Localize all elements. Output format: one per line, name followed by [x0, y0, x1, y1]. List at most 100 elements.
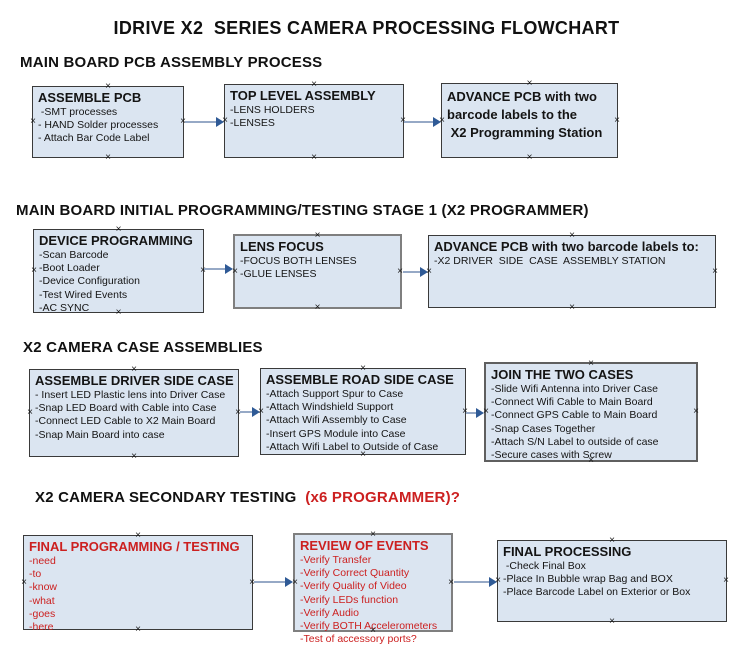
box-title: LENS FOCUS	[240, 239, 324, 254]
box-item: -Scan Barcode	[39, 249, 109, 261]
flow-box-assemble-road-side-case: ×××× ASSEMBLE ROAD SIDE CASE -Attach Sup…	[258, 364, 468, 460]
box-item: -Attach Windshield Support	[266, 401, 394, 414]
flow-box-final-programming-testing: ×××× FINAL PROGRAMMING / TESTING -need -…	[21, 531, 255, 635]
box-item: -Place In Bubble wrap Bag and BOX	[503, 573, 673, 586]
box-item: -Device Configuration	[39, 275, 140, 288]
arrow-line	[403, 271, 421, 273]
box-item: -to	[29, 568, 42, 581]
connector-handle-icon: ×	[311, 152, 317, 163]
box-item: -Snap Cases Together	[491, 422, 596, 435]
box-item: -Snap Main Board into case	[35, 428, 165, 441]
box-title: ASSEMBLE PCB	[38, 90, 142, 105]
box-item: -Connect Wifi Cable to Main Board	[491, 396, 653, 409]
box-item: -LENS HOLDERS	[230, 104, 315, 116]
flow-box-lens-focus: ×××× LENS FOCUS -FOCUS BOTH LENSES -GLUE…	[232, 231, 403, 313]
arrow-head-icon	[225, 264, 233, 274]
page-title: IDRIVE X2 SERIES CAMERA PROCESSING FLOWC…	[113, 18, 620, 38]
box-item: -Test of accessory ports?	[300, 633, 417, 646]
arrow-head-icon	[489, 577, 497, 587]
connector-handle-icon: ×	[314, 302, 321, 313]
box-item: -know	[29, 581, 58, 594]
box-item: -Verify Correct Quantity	[300, 567, 410, 580]
flow-box-device-programming: ×××× DEVICE PROGRAMMING -Scan Barcode -B…	[31, 225, 206, 318]
box-item: -Attach Support Spur to Case	[266, 388, 404, 400]
box-title: ASSEMBLE ROAD SIDE CASE	[266, 372, 454, 387]
connector-handle-icon: ×	[21, 576, 27, 588]
arrow-head-icon	[476, 408, 484, 418]
arrow-line	[185, 121, 217, 123]
box-item: -what	[29, 594, 55, 607]
box-item: -Check Final Box	[503, 560, 586, 572]
box-item: -Connect GPS Cable to Main Board	[491, 409, 658, 422]
box-item: -AC SYNC	[39, 301, 90, 314]
section-heading-red-text: (x6 PROGRAMMER)?	[305, 489, 461, 506]
box-item: -Attach Wifi Label to Outside of Case	[266, 440, 439, 453]
arrow-head-icon	[216, 117, 224, 127]
connector-handle-icon: ×	[131, 451, 137, 462]
box-item: -SMT processes	[38, 106, 118, 118]
section-heading-pcb-assembly: MAIN BOARD PCB ASSEMBLY PROCESS	[20, 54, 323, 71]
box-item: -Insert GPS Module into Case	[266, 427, 406, 440]
box-item: - HAND Solder processes	[38, 119, 159, 132]
box-item: - Attach Bar Code Label	[38, 132, 150, 145]
flow-box-review-of-events: ×××× REVIEW OF EVENTS -Verify Transfer -…	[292, 530, 454, 646]
arrow-head-icon	[285, 577, 293, 587]
flow-box-top-level-assembly: ×××× TOP LEVEL ASSEMBLY -LENS HOLDERS -L…	[222, 80, 406, 163]
box-item: -Snap LED Board with Cable into Case	[35, 402, 217, 415]
box-item: - Insert LED Plastic lens into Driver Ca…	[35, 389, 226, 401]
arrow-line	[454, 581, 490, 583]
connector-handle-icon: ×	[27, 407, 33, 418]
connector-handle-icon: ×	[723, 575, 729, 586]
flow-box-advance-pcb-programming: ×××× ADVANCE PCB with two barcode labels…	[439, 79, 620, 163]
section-heading-initial-programming: MAIN BOARD INITIAL PROGRAMMING/TESTING S…	[16, 202, 589, 219]
box-item: barcode labels to the	[447, 107, 578, 122]
flow-box-join-the-two-cases: ×××× JOIN THE TWO CASES -Slide Wifi Ante…	[483, 359, 699, 466]
box-item: -Connect LED Cable to X2 Main Board	[35, 415, 216, 428]
box-item: -Verify BOTH Accelerometers	[300, 620, 438, 633]
section-heading-case-assemblies: X2 CAMERA CASE ASSEMBLIES	[23, 339, 263, 356]
box-title: ADVANCE PCB with two	[447, 89, 597, 104]
box-item: -Verify Audio	[300, 606, 359, 619]
box-item: -GLUE LENSES	[240, 268, 317, 281]
box-item: -FOCUS BOTH LENSES	[240, 255, 357, 267]
box-item: -Attach Wifi Assembly to Case	[266, 414, 407, 427]
box-title: JOIN THE TWO CASES	[491, 367, 634, 382]
box-title: REVIEW OF EVENTS	[300, 538, 429, 553]
section-heading-text: X2 CAMERA SECONDARY TESTING	[35, 489, 306, 506]
arrow-line	[466, 412, 477, 414]
section-heading-secondary-testing: X2 CAMERA SECONDARY TESTING (x6 PROGRAMM…	[35, 489, 460, 506]
box-item: -X2 DRIVER SIDE CASE ASSEMBLY STATION	[434, 255, 666, 267]
arrow-head-icon	[252, 407, 260, 417]
box-item: -LENSES	[230, 117, 275, 130]
flow-box-assemble-pcb: ×××× ASSEMBLE PCB -SMT processes - HAND …	[30, 82, 186, 163]
arrow-line	[254, 581, 286, 583]
box-title: ADVANCE PCB with two barcode labels to:	[434, 239, 699, 254]
box-item: -Attach S/N Label to outside of case	[491, 435, 659, 448]
arrow-head-icon	[420, 267, 428, 277]
box-item: -goes	[29, 607, 56, 620]
connector-handle-icon: ×	[693, 406, 699, 417]
box-title: FINAL PROCESSING	[503, 544, 632, 559]
flow-box-advance-pcb-driver-station: ×××× ADVANCE PCB with two barcode labels…	[426, 231, 718, 313]
box-item: -Place Barcode Label on Exterior or Box	[503, 586, 691, 599]
box-title: ASSEMBLE DRIVER SIDE CASE	[35, 373, 234, 388]
box-item: -Secure cases with Screw	[491, 449, 612, 462]
arrow-line	[240, 411, 253, 413]
arrow-line	[404, 121, 434, 123]
arrow-line	[204, 268, 226, 270]
flow-box-assemble-driver-side-case: ×××× ASSEMBLE DRIVER SIDE CASE - Insert …	[27, 365, 241, 462]
connector-handle-icon: ×	[30, 116, 36, 127]
box-item: -Slide Wifi Antenna into Driver Case	[491, 383, 658, 395]
connector-handle-icon: ×	[614, 114, 620, 126]
box-title: FINAL PROGRAMMING / TESTING	[29, 539, 240, 554]
connector-handle-icon: ×	[712, 265, 718, 277]
connector-handle-icon: ×	[31, 265, 37, 276]
box-item: -need	[29, 555, 56, 567]
box-item: -Boot Loader	[39, 262, 100, 275]
connector-handle-icon: ×	[526, 152, 533, 163]
box-item: -Verify LEDs function	[300, 593, 399, 606]
connector-handle-icon: ×	[569, 302, 575, 313]
flow-box-final-processing: ×××× FINAL PROCESSING -Check Final Box -…	[495, 536, 729, 627]
box-title: DEVICE PROGRAMMING	[39, 233, 193, 248]
connector-handle-icon: ×	[235, 407, 241, 418]
